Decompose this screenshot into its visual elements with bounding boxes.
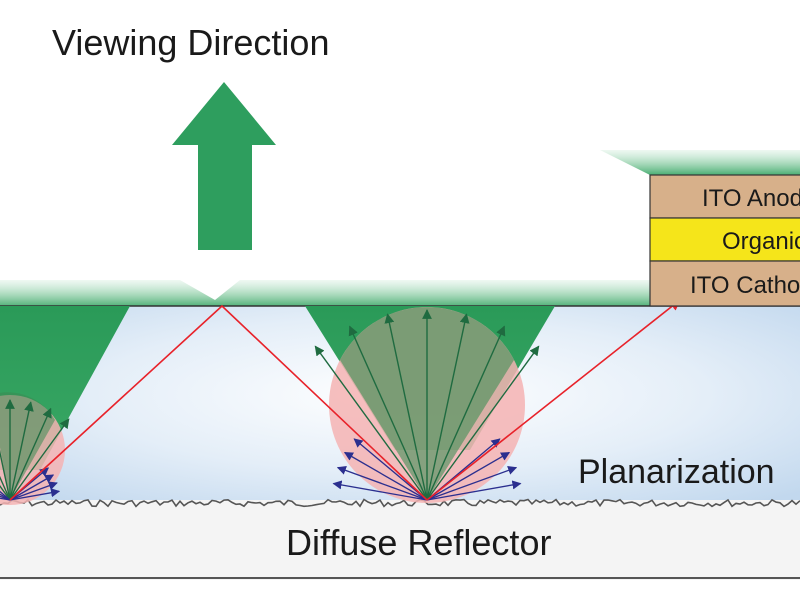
- left-blue-ray: [0, 497, 11, 501]
- center-blue-ray: [426, 480, 522, 501]
- emission-strip-upper: [600, 150, 800, 175]
- ito-anode-label: ITO Anode: [702, 185, 800, 212]
- center-blue-ray: [426, 451, 511, 501]
- viewing-direction-title: Viewing Direction: [52, 22, 329, 63]
- red-ray-exit: [426, 299, 681, 501]
- layer-stack: ITO Anode Organic ITO Cathode: [649, 174, 800, 307]
- left-blue-ray: [9, 481, 58, 501]
- center-blue-ray: [332, 480, 428, 501]
- viewing-direction-arrow: [172, 82, 276, 250]
- left-blue-ray: [0, 493, 11, 501]
- center-green-ray: [426, 313, 470, 501]
- center-green-ray: [384, 313, 428, 501]
- emission-strip: [0, 280, 800, 306]
- ito-cathode-layer: [649, 260, 800, 307]
- rough-reflector-surface: [0, 498, 800, 508]
- center-green-ray: [348, 325, 428, 501]
- diffuse-reflector-layer: [0, 500, 800, 580]
- center-green-ray: [426, 345, 540, 501]
- left-green-ray: [0, 449, 11, 501]
- organic-layer: [649, 217, 800, 262]
- planarization-label: Planarization: [578, 453, 775, 491]
- left-green-ray: [9, 418, 70, 501]
- ito-cathode-label: ITO Cathode: [690, 272, 800, 299]
- left-green-ray: [9, 407, 52, 501]
- left-blue-ray: [0, 490, 11, 501]
- left-blue-ray: [0, 495, 11, 501]
- left-green-ray: [9, 401, 34, 501]
- left-green-sector: [0, 392, 55, 500]
- center-green-ray: [314, 345, 428, 501]
- red-ray-paths: [9, 299, 681, 501]
- organic-label: Organic: [722, 228, 800, 255]
- left-green-ray: [0, 475, 11, 501]
- center-blue-ray: [353, 438, 428, 501]
- diffuse-reflector-label: Diffuse Reflector: [286, 522, 551, 563]
- left-blue-ray: [9, 474, 55, 501]
- ito-anode-layer: [649, 174, 800, 219]
- red-ray-reflected: [9, 304, 428, 501]
- left-scatter-group: [0, 306, 130, 505]
- center-green-ray: [426, 325, 506, 501]
- center-blue-ray: [426, 466, 518, 501]
- left-blue-ray: [9, 488, 61, 501]
- center-blue-ray: [343, 451, 428, 501]
- left-green-ray: [0, 485, 11, 501]
- center-blue-ray: [336, 466, 428, 501]
